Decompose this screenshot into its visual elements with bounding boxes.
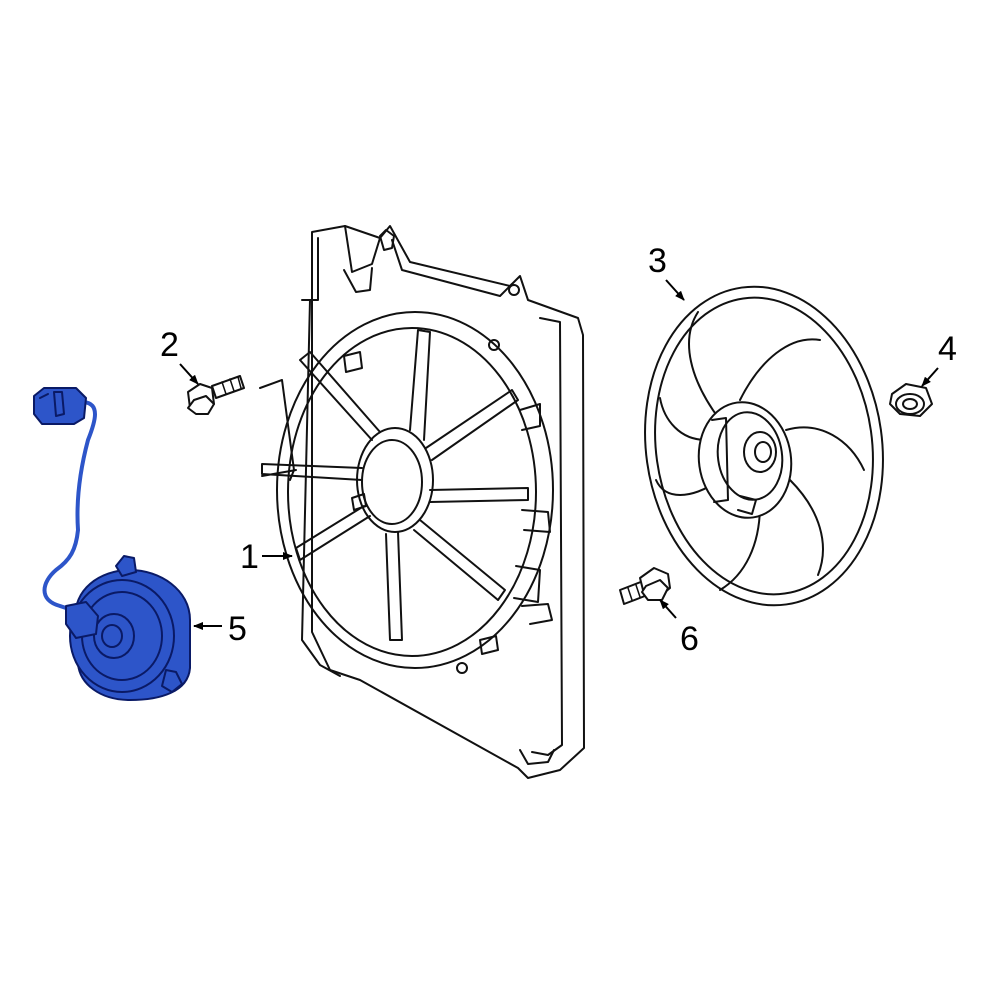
nut-part-4[interactable] xyxy=(889,383,933,417)
callout-6: 6 xyxy=(659,599,699,658)
callout-label-5: 5 xyxy=(228,610,247,648)
fan-blade-part[interactable] xyxy=(625,271,903,621)
callout-2: 2 xyxy=(160,326,199,385)
callout-label-3: 3 xyxy=(648,242,667,280)
callout-label-4: 4 xyxy=(938,330,957,368)
callout-arrow-2 xyxy=(179,363,199,385)
callout-arrow-3 xyxy=(665,279,685,301)
fan-shroud-part[interactable] xyxy=(259,225,585,779)
callout-5: 5 xyxy=(193,610,247,648)
callout-1: 1 xyxy=(240,538,293,576)
callout-label-1: 1 xyxy=(240,538,259,576)
callout-arrow-4 xyxy=(921,367,939,387)
callout-4: 4 xyxy=(921,330,957,387)
bolt-part-2[interactable] xyxy=(187,375,245,415)
callout-arrow-6 xyxy=(659,599,677,619)
fan-motor-part[interactable] xyxy=(33,387,191,701)
callout-3: 3 xyxy=(648,242,685,301)
callout-label-6: 6 xyxy=(680,620,699,658)
callout-label-2: 2 xyxy=(160,326,179,364)
bolt-part-6[interactable] xyxy=(619,567,671,605)
